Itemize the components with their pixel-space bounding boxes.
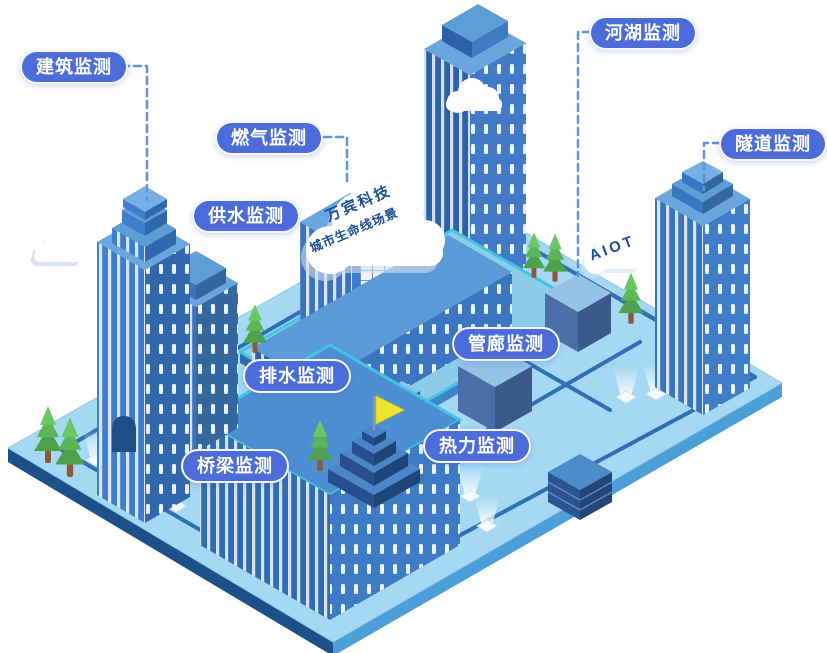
connector-river-lake [576, 30, 592, 278]
label-drainage-monitoring: 排水监测 [243, 359, 351, 393]
label-tunnel-monitoring: 隧道监测 [719, 127, 827, 161]
connector-building [120, 64, 149, 202]
brand-cloud [301, 192, 445, 281]
tree-icon [618, 272, 644, 324]
sensor-icon [613, 367, 639, 404]
tree-icon [55, 417, 85, 478]
utility-box [545, 274, 611, 352]
cloud-icon [31, 231, 82, 266]
label-building-monitoring: 建筑监测 [20, 50, 128, 84]
label-pipe-gallery-monitoring: 管廊监测 [452, 327, 560, 361]
label-heating-monitoring: 热力监测 [423, 429, 531, 463]
connector-gas [310, 135, 349, 188]
building-right [655, 161, 750, 415]
utility-box-stacked [547, 454, 613, 520]
tree-icon [243, 304, 267, 353]
tree-icon [307, 419, 333, 471]
label-water-supply-monitoring: 供水监测 [192, 199, 300, 233]
tree-icon [522, 232, 546, 278]
building-left-main [97, 186, 190, 523]
label-bridge-monitoring: 桥梁监测 [181, 449, 289, 483]
cloud-icon [446, 78, 502, 113]
flag-tower [328, 395, 420, 508]
label-connectors [120, 30, 722, 278]
label-gas-monitoring: 燃气监测 [215, 121, 323, 155]
aiot-cloud [581, 235, 640, 278]
tree-icon [543, 233, 567, 282]
connector-tunnel [702, 141, 722, 192]
building-skyscraper-center [424, 4, 526, 312]
trees [34, 232, 644, 478]
label-river-lake-monitoring: 河湖监测 [589, 16, 697, 50]
arch-door [112, 416, 136, 452]
flag-icon [375, 395, 406, 425]
tree-icon [34, 406, 62, 463]
sensor-icon [474, 496, 500, 533]
